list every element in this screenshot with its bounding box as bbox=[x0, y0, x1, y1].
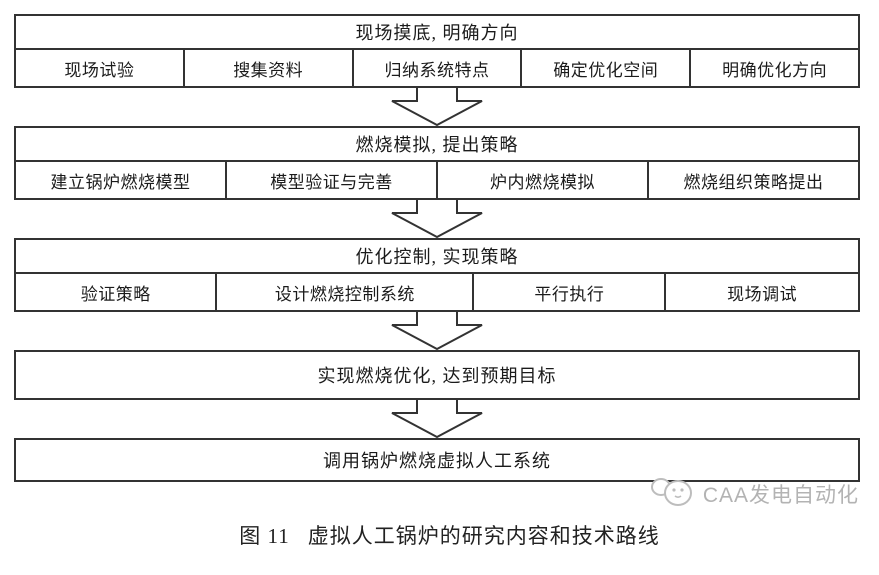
stage-5-block: 调用锅炉燃烧虚拟人工系统 bbox=[14, 438, 860, 482]
down-arrow-icon bbox=[14, 88, 860, 126]
stage-2-header: 燃烧模拟, 提出策略 bbox=[355, 135, 519, 155]
stage-1-step: 明确优化方向 bbox=[689, 50, 858, 86]
stage-1-header: 现场摸底, 明确方向 bbox=[355, 23, 519, 43]
stage-1-steps-row: 现场试验 搜集资料 归纳系统特点 确定优化空间 明确优化方向 bbox=[16, 48, 858, 86]
stage-5-header: 调用锅炉燃烧虚拟人工系统 bbox=[323, 451, 551, 471]
flow-diagram: 现场摸底, 明确方向 现场试验 搜集资料 归纳系统特点 确定优化空间 明确优化方… bbox=[14, 14, 860, 575]
stage-3-block: 优化控制, 实现策略 验证策略 设计燃烧控制系统 平行执行 现场调试 bbox=[14, 238, 860, 312]
stage-2-steps-row: 建立锅炉燃烧模型 模型验证与完善 炉内燃烧模拟 燃烧组织策略提出 bbox=[16, 160, 858, 198]
stage-3-step: 验证策略 bbox=[80, 284, 151, 304]
stage-2-step: 燃烧组织策略提出 bbox=[647, 162, 858, 198]
watermark: CAA发电自动化 bbox=[649, 474, 859, 514]
stage-3-step: 现场调试 bbox=[664, 274, 858, 310]
stage-1-step: 现场试验 bbox=[64, 60, 135, 80]
down-arrow-icon bbox=[14, 200, 860, 238]
stage-1-step: 确定优化空间 bbox=[520, 50, 689, 86]
stage-2-block: 燃烧模拟, 提出策略 建立锅炉燃烧模型 模型验证与完善 炉内燃烧模拟 燃烧组织策… bbox=[14, 126, 860, 200]
figure-number: 图 11 bbox=[239, 524, 290, 548]
stage-1-step: 归纳系统特点 bbox=[351, 50, 521, 86]
stage-4-header: 实现燃烧优化, 达到预期目标 bbox=[317, 366, 557, 386]
down-arrow-icon bbox=[14, 400, 860, 438]
down-arrow-icon bbox=[14, 312, 860, 350]
stage-2-step: 模型验证与完善 bbox=[225, 162, 436, 198]
caa-mascot-icon bbox=[649, 474, 697, 514]
figure-title: 虚拟人工锅炉的研究内容和技术路线 bbox=[307, 524, 660, 548]
stage-3-steps-row: 验证策略 设计燃烧控制系统 平行执行 现场调试 bbox=[16, 272, 858, 310]
stage-2-step: 炉内燃烧模拟 bbox=[436, 162, 647, 198]
watermark-text: CAA发电自动化 bbox=[702, 484, 859, 507]
stage-3-step: 设计燃烧控制系统 bbox=[215, 274, 472, 310]
stage-2-step: 建立锅炉燃烧模型 bbox=[50, 172, 191, 192]
stage-1-step: 搜集资料 bbox=[182, 50, 352, 86]
stage-3-header: 优化控制, 实现策略 bbox=[355, 247, 519, 267]
stage-3-step: 平行执行 bbox=[472, 274, 664, 310]
stage-1-block: 现场摸底, 明确方向 现场试验 搜集资料 归纳系统特点 确定优化空间 明确优化方… bbox=[14, 14, 860, 88]
stage-4-block: 实现燃烧优化, 达到预期目标 bbox=[14, 350, 860, 400]
